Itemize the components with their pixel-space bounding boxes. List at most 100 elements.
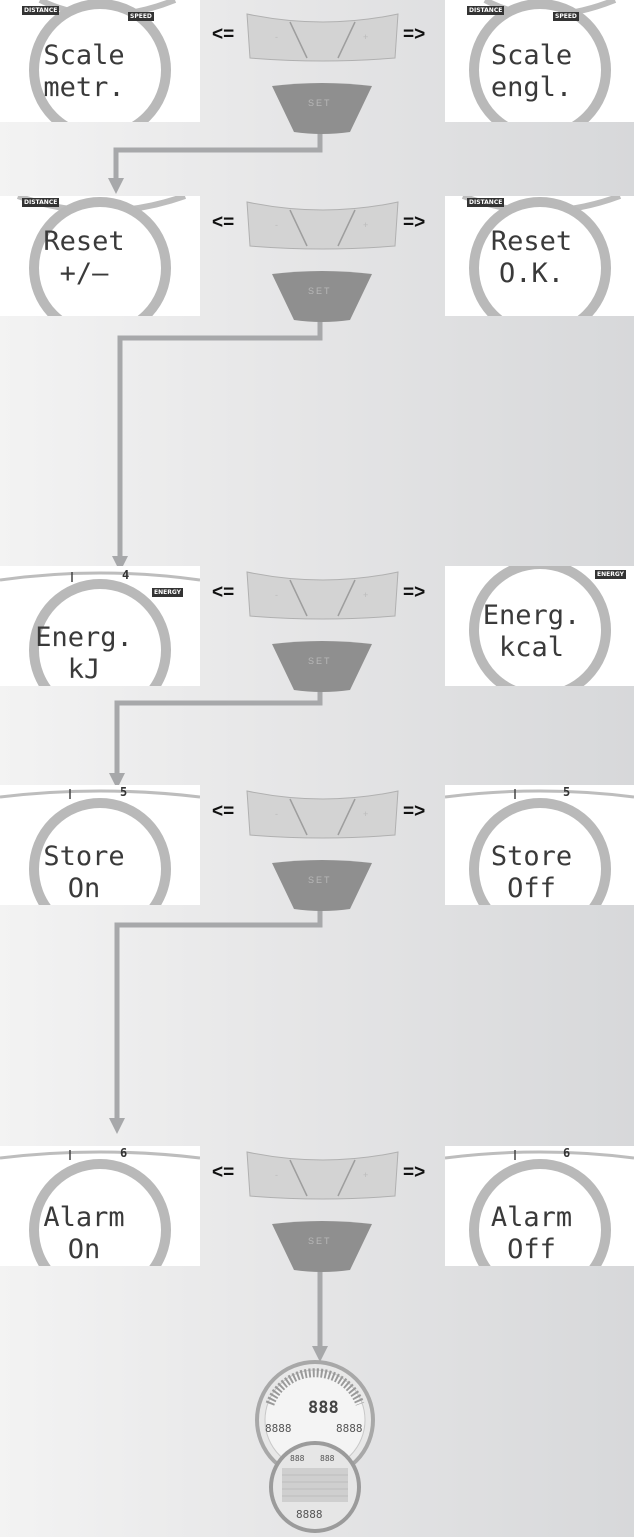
watch-face-icon: [255, 1360, 375, 1533]
set-button-label: SET: [308, 656, 332, 666]
prev-arrow-label: <=: [212, 212, 235, 233]
page-number: 6: [120, 1146, 128, 1160]
connector-2: [117, 318, 323, 560]
watch-small-left-digits: 888: [290, 1454, 305, 1463]
minus-plus-buttons[interactable]: - +: [245, 1146, 400, 1204]
connector-4: [114, 905, 323, 1120]
display-right: 6 Alarm Off: [445, 1146, 634, 1266]
distance-badge: DISTANCE: [22, 198, 60, 207]
watch-top-digits: 888: [308, 1398, 339, 1418]
prev-arrow-label: <=: [212, 582, 235, 603]
set-button[interactable]: SET: [272, 268, 372, 324]
set-button[interactable]: SET: [272, 638, 372, 694]
next-arrow-label: =>: [403, 801, 426, 822]
display-line-2: kcal: [498, 632, 565, 663]
next-arrow-label: =>: [403, 24, 426, 45]
arrowhead-5: [312, 1346, 328, 1362]
display-line-1: Store: [490, 841, 573, 872]
distance-badge: DISTANCE: [22, 6, 60, 15]
display-line-2: engl.: [490, 72, 573, 103]
arrowhead-1: [108, 178, 124, 194]
set-button[interactable]: SET: [272, 1218, 372, 1274]
minus-plus-buttons[interactable]: - +: [245, 785, 400, 843]
display-left: DISTANCE Reset +/–: [0, 196, 200, 316]
watch-bottom-digits: 8888: [296, 1508, 323, 1521]
minus-plus-buttons[interactable]: - +: [245, 8, 400, 66]
set-button-label: SET: [308, 98, 332, 108]
display-line-1: Scale: [490, 40, 573, 71]
step-row-scale: DISTANCE SPEED Scale metr. <= - + => SET…: [0, 0, 634, 134]
minus-plus-buttons[interactable]: - +: [245, 566, 400, 624]
display-right: DISTANCE SPEED Scale engl.: [445, 0, 634, 122]
display-left: 6 Alarm On: [0, 1146, 200, 1266]
display-line-2: kJ: [67, 654, 101, 685]
set-button-label: SET: [308, 875, 332, 885]
distance-badge: DISTANCE: [467, 6, 505, 15]
step-row-store: 5 Store On <= - + => SET 5 Store Off: [0, 785, 634, 911]
arrowhead-4: [109, 1118, 125, 1134]
display-left: DISTANCE SPEED Scale metr.: [0, 0, 200, 122]
page-number: 5: [563, 785, 571, 799]
energy-badge: ENERGY: [152, 588, 183, 597]
next-arrow-label: =>: [403, 1162, 426, 1183]
watch-mid-left-digits: 8888: [265, 1422, 292, 1435]
step-row-alarm: 6 Alarm On <= - + => SET 6 Alarm Off: [0, 1146, 634, 1272]
display-line-2: +/–: [59, 258, 109, 289]
display-left: 4 ENERGY Energ. kJ: [0, 566, 200, 686]
minus-plus-buttons[interactable]: - +: [245, 196, 400, 254]
prev-arrow-label: <=: [212, 1162, 235, 1183]
arrowhead-3: [109, 773, 125, 789]
set-button-label: SET: [308, 1236, 332, 1246]
set-button[interactable]: SET: [272, 857, 372, 913]
energy-badge: ENERGY: [595, 570, 626, 579]
page-number: 4: [122, 568, 130, 582]
page-number: 6: [563, 1146, 571, 1160]
display-left: 5 Store On: [0, 785, 200, 905]
display-line-1: Energ.: [35, 622, 133, 653]
plus-button-label: +: [363, 1170, 371, 1180]
display-right: 5 Store Off: [445, 785, 634, 905]
plus-button-label: +: [363, 809, 371, 819]
display-right: DISTANCE Reset O.K.: [445, 196, 634, 316]
set-button[interactable]: SET: [272, 80, 372, 136]
arrowhead-2: [112, 556, 128, 572]
watch-mid-right-digits: 8888: [336, 1422, 363, 1435]
plus-button-label: +: [363, 220, 371, 230]
distance-badge: DISTANCE: [467, 198, 505, 207]
minus-button-label: -: [275, 32, 280, 42]
watch-small-right-digits: 888: [320, 1454, 335, 1463]
display-line-1: Reset: [490, 226, 573, 257]
minus-button-label: -: [275, 220, 280, 230]
display-line-2: On: [67, 1234, 101, 1265]
step-row-energy: 4 ENERGY Energ. kJ <= - + => SET ENERGY …: [0, 566, 634, 692]
connector-3: [114, 686, 323, 775]
display-line-1: Alarm: [43, 1202, 125, 1233]
set-button-label: SET: [308, 286, 332, 296]
minus-button-label: -: [275, 809, 280, 819]
next-arrow-label: =>: [403, 582, 426, 603]
next-arrow-label: =>: [403, 212, 426, 233]
speed-badge: SPEED: [553, 12, 579, 21]
display-line-1: Store: [43, 841, 125, 872]
minus-button-label: -: [275, 590, 280, 600]
minus-button-label: -: [275, 1170, 280, 1180]
page-number: 5: [120, 785, 128, 799]
step-row-reset: DISTANCE Reset +/– <= - + => SET DISTANC…: [0, 196, 634, 322]
display-line-1: Alarm: [490, 1202, 573, 1233]
plus-button-label: +: [363, 590, 371, 600]
display-line-1: Energ.: [482, 600, 581, 631]
display-line-1: Scale: [43, 40, 125, 71]
speed-badge: SPEED: [128, 12, 154, 21]
prev-arrow-label: <=: [212, 801, 235, 822]
display-line-2: Off: [507, 1234, 556, 1265]
display-line-2: metr.: [43, 72, 125, 103]
prev-arrow-label: <=: [212, 24, 235, 45]
display-line-2: O.K.: [498, 258, 565, 289]
display-line-2: On: [67, 873, 101, 904]
display-right: ENERGY Energ. kcal: [445, 566, 634, 686]
display-line-2: Off: [507, 873, 556, 904]
connector-1: [113, 128, 323, 180]
watch-main-display: 888 8888 8888 888 888 8888: [252, 1360, 378, 1533]
plus-button-label: +: [363, 32, 371, 42]
